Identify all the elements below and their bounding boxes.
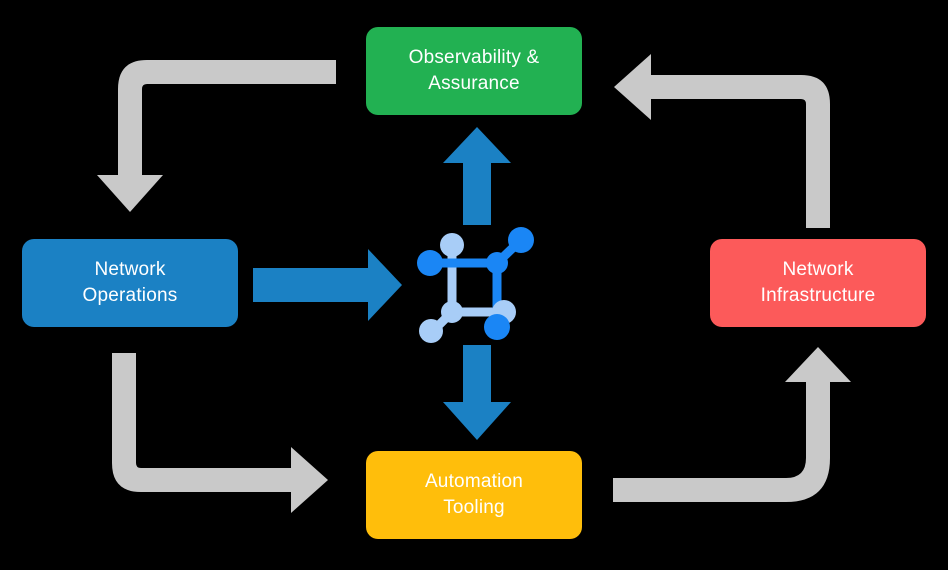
icon-nodes [417, 227, 534, 343]
blue-arrow-up [443, 127, 511, 225]
blue-arrow-right [253, 249, 402, 321]
gray-arrow-top-left [97, 60, 336, 212]
gray-arrow-top-right [614, 54, 830, 228]
node-automation-tooling[interactable]: Automation Tooling [366, 451, 582, 539]
blue-arrow-down [443, 345, 511, 440]
node-network-operations[interactable]: Network Operations [22, 239, 238, 327]
node-observability-assurance[interactable]: Observability & Assurance [366, 27, 582, 115]
network-topology-icon [417, 227, 534, 343]
gray-arrow-bottom-right [613, 347, 851, 502]
gray-arrow-bottom-left [112, 353, 328, 513]
node-network-infrastructure[interactable]: Network Infrastructure [710, 239, 926, 327]
